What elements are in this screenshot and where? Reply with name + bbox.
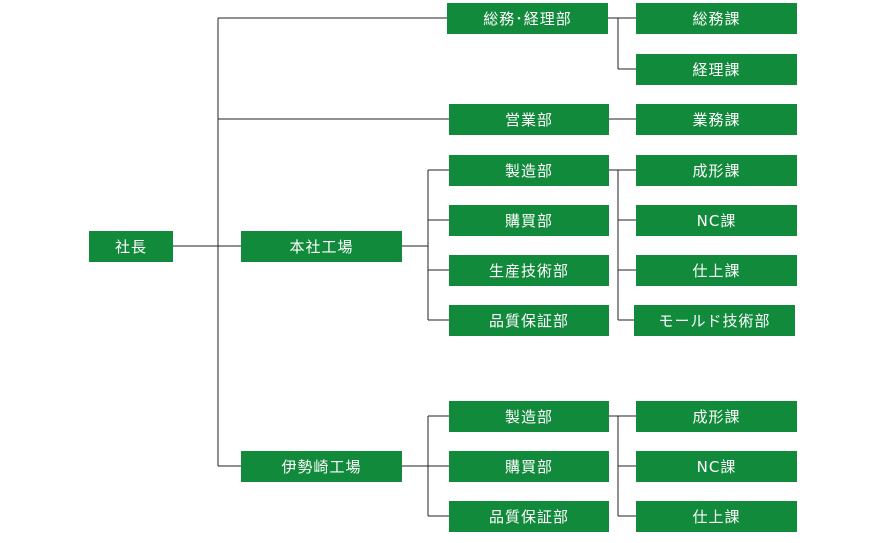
- president-box: 社長: [89, 231, 173, 262]
- isesaki-molding-section-box: 成形課: [636, 401, 797, 432]
- honsha-nc-section-box: NC課: [636, 205, 797, 236]
- isesaki-nc-section-box: NC課: [636, 451, 797, 482]
- isesaki-manufacturing-dept-box: 製造部: [449, 401, 609, 432]
- honsha-finishing-section-box: 仕上課: [636, 255, 797, 286]
- isesaki-quality-assurance-dept-box: 品質保証部: [449, 501, 609, 532]
- sales-dept-box: 営業部: [449, 104, 609, 135]
- isesaki-purchasing-dept-box: 購買部: [449, 451, 609, 482]
- business-section-box: 業務課: [636, 104, 797, 135]
- honsha-factory-box: 本社工場: [241, 231, 402, 262]
- honsha-mold-technology-dept-box: モールド技術部: [634, 305, 795, 336]
- honsha-molding-section-box: 成形課: [636, 155, 797, 186]
- admin-accounting-dept-box: 総務･経理部: [447, 3, 608, 34]
- isesaki-finishing-section-box: 仕上課: [636, 501, 797, 532]
- isesaki-factory-box: 伊勢崎工場: [241, 451, 402, 482]
- accounting-section-box: 経理課: [636, 54, 797, 85]
- honsha-purchasing-dept-box: 購買部: [449, 205, 609, 236]
- general-affairs-section-box: 総務課: [636, 3, 797, 34]
- honsha-production-engineering-dept-box: 生産技術部: [449, 255, 609, 286]
- honsha-quality-assurance-dept-box: 品質保証部: [449, 305, 609, 336]
- honsha-manufacturing-dept-box: 製造部: [449, 155, 609, 186]
